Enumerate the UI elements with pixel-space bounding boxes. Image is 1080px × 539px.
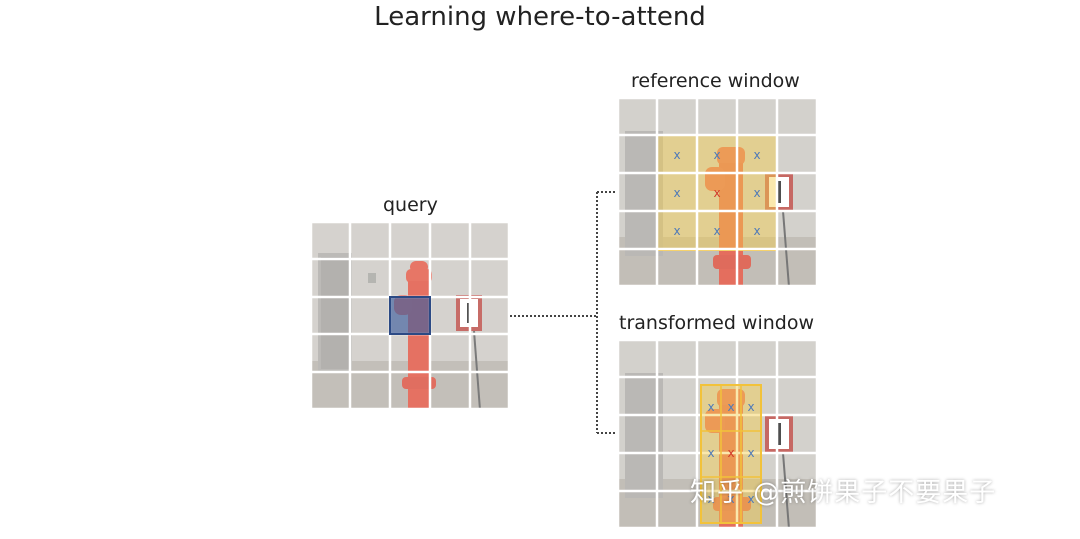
query-image-panel	[310, 221, 510, 410]
sample-marker: x	[673, 224, 680, 238]
transformed-image: x x x x x x x x x	[617, 339, 818, 529]
transformed-window-panel: x x x x x x x x x	[617, 339, 818, 529]
sample-marker: x	[713, 148, 720, 162]
query-label: query	[383, 194, 438, 216]
center-marker: x	[713, 186, 720, 200]
reference-window-region	[656, 134, 778, 251]
center-marker: x	[727, 446, 734, 460]
sample-marker: x	[753, 224, 760, 238]
sample-marker: x	[747, 492, 754, 506]
sample-marker: x	[727, 400, 734, 414]
sample-marker: x	[673, 148, 680, 162]
sample-marker: x	[747, 400, 754, 414]
sample-marker: x	[673, 186, 680, 200]
sample-marker: x	[707, 446, 714, 460]
sample-marker: x	[707, 492, 714, 506]
watermark: 知乎 @煎饼果子不要果子	[690, 478, 997, 508]
sample-marker: x	[707, 400, 714, 414]
transformed-window-region	[700, 384, 762, 524]
sample-marker: x	[753, 186, 760, 200]
sample-marker: x	[713, 224, 720, 238]
sample-marker: x	[747, 446, 754, 460]
reference-image: x x x x x x x x x	[617, 97, 818, 287]
transformed-window-label: transformed window	[619, 312, 815, 334]
query-patch	[389, 296, 431, 335]
sample-marker: x	[753, 148, 760, 162]
reference-window-panel: x x x x x x x x x	[617, 97, 818, 287]
diagram-title: Learning where-to-attend	[374, 2, 706, 32]
reference-window-label: reference window	[631, 70, 800, 92]
query-image	[310, 221, 510, 410]
sample-marker: x	[727, 492, 734, 506]
